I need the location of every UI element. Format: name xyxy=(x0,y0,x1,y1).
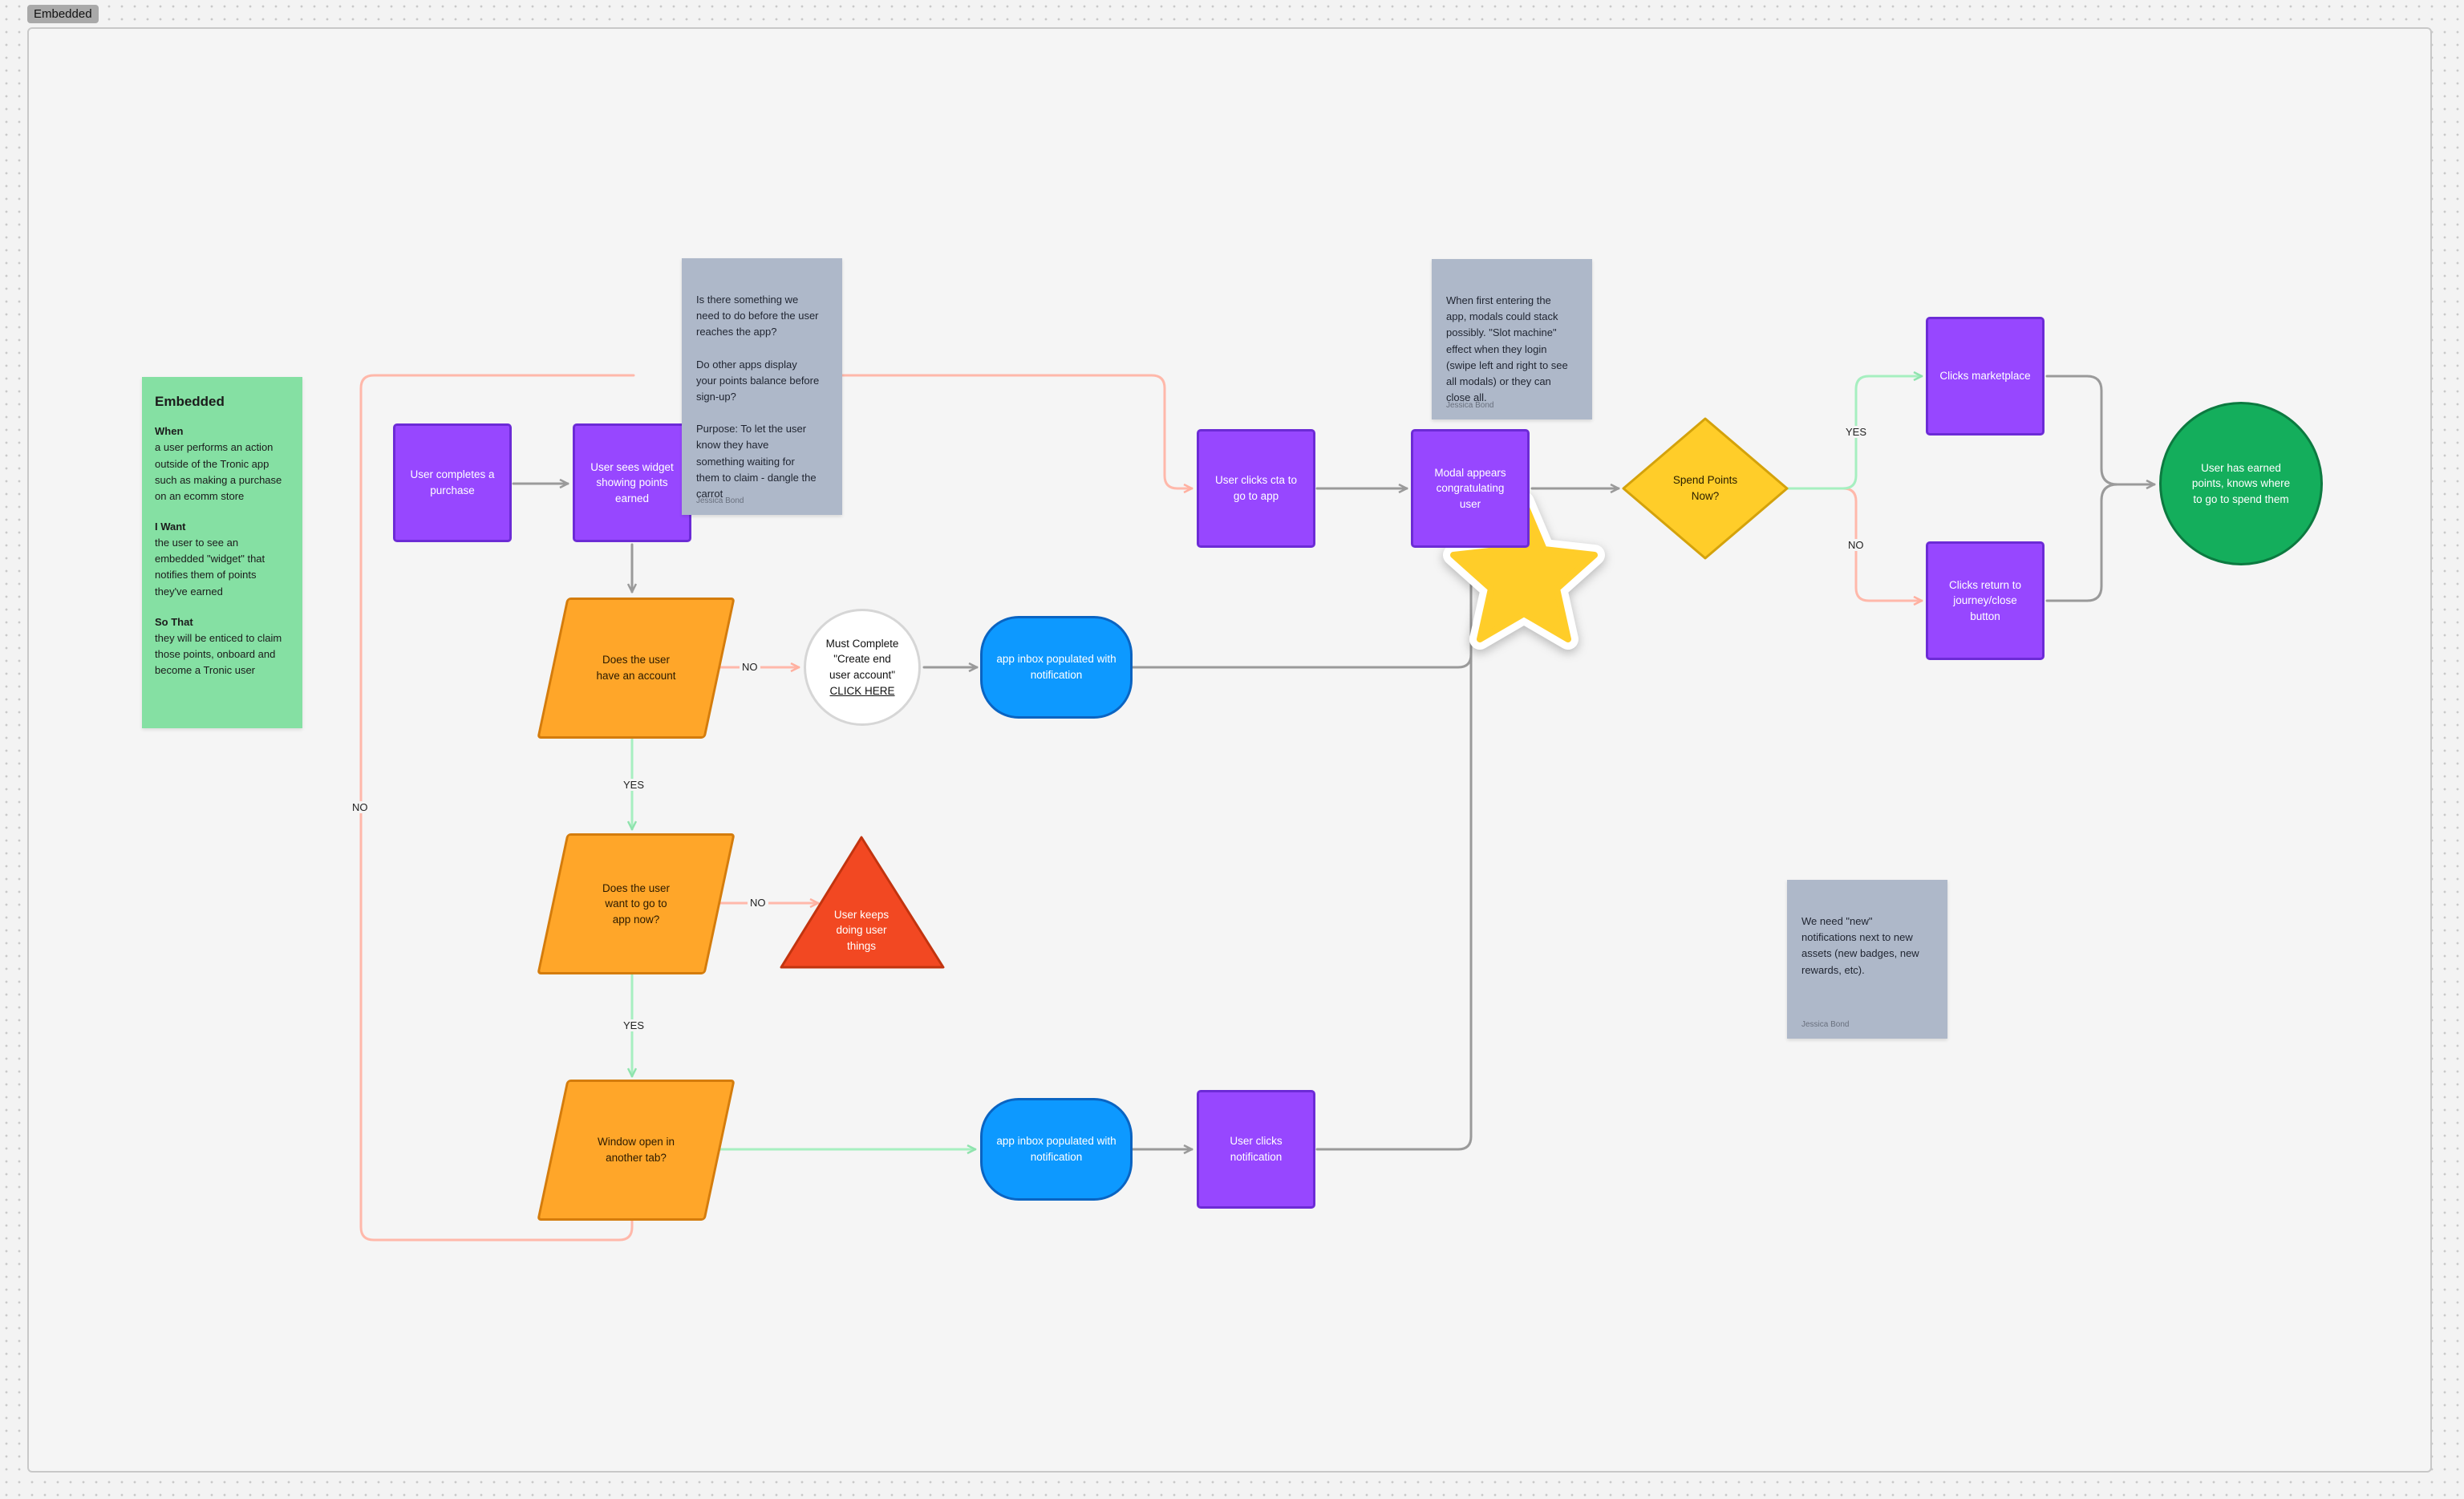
sticky-when: When a user performs an action outside o… xyxy=(155,425,282,502)
has-account-label: Does the user have an account xyxy=(596,654,676,682)
app-inbox-node-2[interactable]: app inbox populated with notification xyxy=(980,1098,1133,1201)
note-2-text: When first entering the app, modals coul… xyxy=(1446,294,1568,403)
app-inbox-node-1[interactable]: app inbox populated with notification xyxy=(980,616,1133,719)
embedded-sticky-note[interactable]: Embedded When a user performs an action … xyxy=(142,377,302,728)
clicks-marketplace-node[interactable]: Clicks marketplace xyxy=(1926,317,2045,436)
has-account-decision[interactable]: Does the user have an account xyxy=(537,598,736,739)
spend-points-diamond[interactable] xyxy=(1622,417,1789,560)
click-here-link[interactable]: CLICK HERE xyxy=(829,684,895,697)
note-2-author: Jessica Bond xyxy=(1446,400,1494,410)
canvas-frame xyxy=(27,27,2432,1473)
edge-label-no-app: NO xyxy=(748,897,768,909)
modal-appears-node[interactable]: Modal appears congratulating user xyxy=(1411,429,1530,548)
spend-points-label: Spend Points Now? xyxy=(1672,474,1738,502)
sticky-title: Embedded xyxy=(155,394,225,409)
note-1-text: Is there something we need to do before … xyxy=(696,294,820,500)
edge-label-no-spend: NO xyxy=(1846,539,1866,551)
user-clicks-cta-node[interactable]: User clicks cta to go to app xyxy=(1197,429,1315,548)
must-complete-text: Must Complete "Create end user account" xyxy=(825,637,899,681)
arrow-widget-loop-to-cta xyxy=(359,374,635,1242)
note-3-author: Jessica Bond xyxy=(1801,1019,1850,1029)
keeps-doing-label: User keeps doing user things xyxy=(833,908,890,952)
frame-label[interactable]: Embedded xyxy=(27,5,99,23)
user-sees-widget-node[interactable]: User sees widget showing points earned xyxy=(573,423,691,542)
must-complete-circle[interactable]: Must Complete "Create end user account" … xyxy=(804,609,921,726)
note-1-author: Jessica Bond xyxy=(696,496,744,505)
star-sticker-icon[interactable] xyxy=(1443,492,1605,650)
edge-label-yes-app: YES xyxy=(621,1019,647,1031)
go-to-app-label: Does the user want to go to app now? xyxy=(602,881,671,926)
edge-label-no-window: NO xyxy=(350,801,371,813)
arrow-inbox1-to-modal xyxy=(1131,549,1473,669)
edge-label-yes-spend: YES xyxy=(1843,426,1870,438)
comment-note-1[interactable]: Is there something we need to do before … xyxy=(682,258,842,515)
comment-note-2[interactable]: When first entering the app, modals coul… xyxy=(1432,259,1592,419)
arrow-return-to-earned xyxy=(2045,483,2119,602)
sticky-sothat: So That they will be enticed to claim th… xyxy=(155,615,282,677)
user-completes-purchase-node[interactable]: User completes a purchase xyxy=(393,423,512,542)
clicks-return-node[interactable]: Clicks return to journey/close button xyxy=(1926,541,2045,660)
edge-label-no-account: NO xyxy=(740,661,760,673)
edge-label-yes-account: YES xyxy=(621,779,647,791)
note-3-text: We need "new" notifications next to new … xyxy=(1801,915,1919,976)
comment-note-3[interactable]: We need "new" notifications next to new … xyxy=(1787,880,1947,1039)
go-to-app-decision[interactable]: Does the user want to go to app now? xyxy=(537,833,736,974)
arrow-top-to-cta xyxy=(833,374,1194,488)
keeps-doing-triangle[interactable] xyxy=(780,836,945,969)
user-earned-points-node[interactable]: User has earned points, knows where to g… xyxy=(2159,402,2323,565)
user-clicks-notification-node[interactable]: User clicks notification xyxy=(1197,1090,1315,1209)
sticky-iwant: I Want the user to see an embedded "widg… xyxy=(155,521,265,598)
arrow-clicks-to-modal xyxy=(1315,549,1473,1151)
window-open-label: Window open in another tab? xyxy=(597,1136,675,1164)
window-open-decision[interactable]: Window open in another tab? xyxy=(537,1080,736,1221)
arrow-marketplace-to-earned xyxy=(2045,375,2156,484)
